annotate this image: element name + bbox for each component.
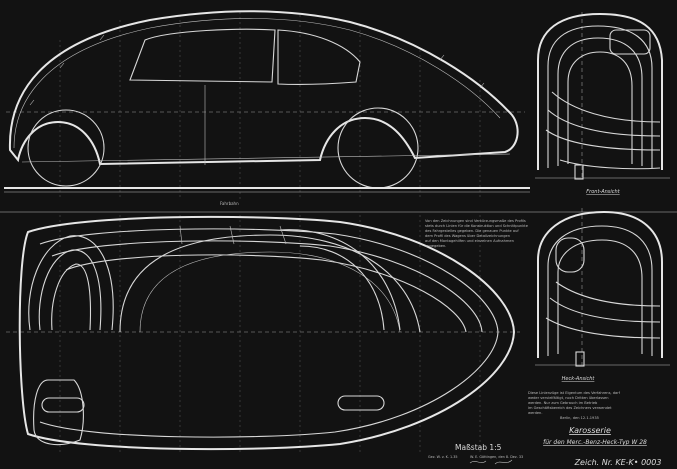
lower-note-line: weder vervielfältigt, noch Dritten überl… bbox=[528, 396, 609, 400]
front-tyre bbox=[574, 164, 584, 180]
lower-note-line: Diese Linienzüge ist Eigentum des Verfah… bbox=[528, 391, 621, 395]
upper-note-line: Von den Zeichnungen sind Verkürzungsmaße… bbox=[425, 219, 526, 223]
rear-view-label: Heck-Ansicht bbox=[562, 376, 596, 382]
lower-note: Diese Linienzüge ist Eigentum des Verfah… bbox=[528, 391, 621, 420]
upper-note-line: dem Profil des Wagens über Detailzeichnu… bbox=[425, 234, 510, 238]
rear-view: Heck-Ansicht bbox=[535, 208, 670, 382]
lower-note-line: werden. bbox=[528, 411, 542, 415]
front-wheel bbox=[27, 109, 105, 187]
ground-label: Fahrbahn bbox=[220, 201, 239, 206]
station-grid bbox=[59, 12, 481, 455]
rear-window bbox=[555, 237, 585, 273]
side-window-rear bbox=[277, 29, 361, 85]
drawing-subtitle: für den Merc.-Benz-Heck-Typ W 28 bbox=[543, 439, 647, 446]
front-skirt bbox=[41, 397, 85, 413]
signature-middle: W. E. Göttingen, den 8. Dez. 33 bbox=[470, 455, 523, 459]
lower-note-line: im Geschäftsbereich des Zeichners verwen… bbox=[528, 406, 612, 410]
upper-note-line: stets durch Linien für die Konstruktion … bbox=[425, 224, 529, 228]
top-view bbox=[6, 215, 520, 451]
side-window-front bbox=[129, 28, 276, 83]
rear-tyre bbox=[575, 351, 585, 367]
lower-note-line: Berlin, den 12.1.1935 bbox=[560, 416, 599, 420]
front-fender-plan bbox=[28, 235, 114, 331]
drawing-title: Karosserie bbox=[569, 426, 611, 435]
upper-note-line: auf den Montagehilfen und einzelnen Aufn… bbox=[425, 239, 514, 243]
dimension-ticks bbox=[29, 34, 485, 106]
top-body-outline bbox=[18, 215, 516, 451]
title-block: Maßstab 1:5 Karosserie für den Merc.-Ben… bbox=[428, 426, 661, 467]
drawing-number: Zeich. Nr. KE-K• 0003 bbox=[574, 458, 662, 467]
lower-note-line: werden. Nur zum Gebrauch im Betrieb bbox=[528, 401, 598, 405]
upper-note-line: angegeben. bbox=[425, 244, 446, 248]
rear-fender-plan bbox=[279, 229, 401, 331]
rear-skirt bbox=[337, 395, 385, 411]
upper-note: Von den Zeichnungen sind Verkürzungsmaße… bbox=[425, 219, 529, 248]
front-view-label: Front-Ansicht bbox=[586, 189, 620, 195]
cabin-dome bbox=[119, 234, 421, 333]
side-view: Fahrbahn bbox=[0, 10, 677, 213]
signature-left: Gez. W. v. K. 1.35 bbox=[428, 455, 458, 459]
side-body-outline bbox=[8, 10, 519, 166]
scale-label: Maßstab 1:5 bbox=[455, 443, 502, 452]
signature-scribble bbox=[469, 459, 513, 465]
upper-note-line: des Fahrgestelles gegeben. Die genauen P… bbox=[425, 229, 519, 233]
front-view: Front-Ansicht bbox=[535, 12, 670, 195]
